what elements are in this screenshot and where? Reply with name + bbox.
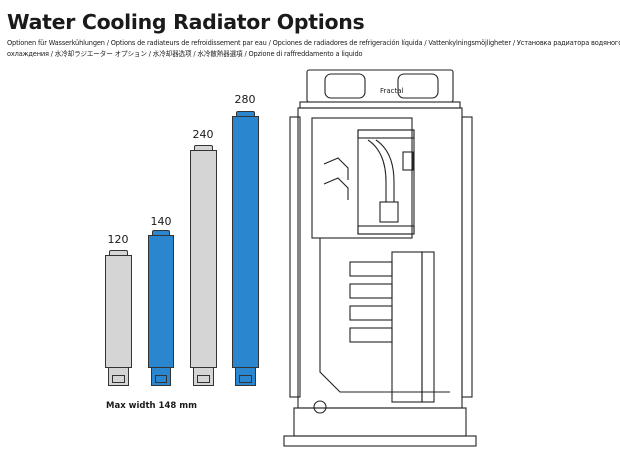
- cable-port: [313, 400, 327, 414]
- radiator-140: [148, 230, 174, 387]
- radiator-label-280: 280: [234, 93, 256, 106]
- pc-case-illustration: Fractal: [283, 69, 477, 447]
- radiator-120: [105, 250, 132, 387]
- case-right-panel: [461, 116, 473, 398]
- psu-bracket: [311, 117, 415, 239]
- case-foot: [283, 435, 477, 447]
- gpu-riser: [349, 251, 435, 403]
- page-title: Water Cooling Radiator Options: [7, 10, 365, 34]
- radiator-label-120: 120: [107, 233, 129, 246]
- motherboard-outline: [319, 238, 450, 393]
- max-width-note: Max width 148 mm: [106, 401, 197, 411]
- case-base: [293, 407, 467, 437]
- radiator-240: [190, 145, 217, 387]
- radiator-label-140: 140: [150, 215, 172, 228]
- radiator-label-240: 240: [192, 128, 214, 141]
- radiator-280: [232, 111, 259, 387]
- subtitle-translations-1: Optionen für Wasserkühlungen / Options d…: [7, 39, 620, 47]
- case-logo-text: Fractal: [380, 87, 404, 95]
- subtitle-translations-2: охлаждения / 水冷却ラジエーター オプション / 水冷却器选项 / …: [7, 50, 363, 58]
- case-left-panel: [289, 116, 301, 398]
